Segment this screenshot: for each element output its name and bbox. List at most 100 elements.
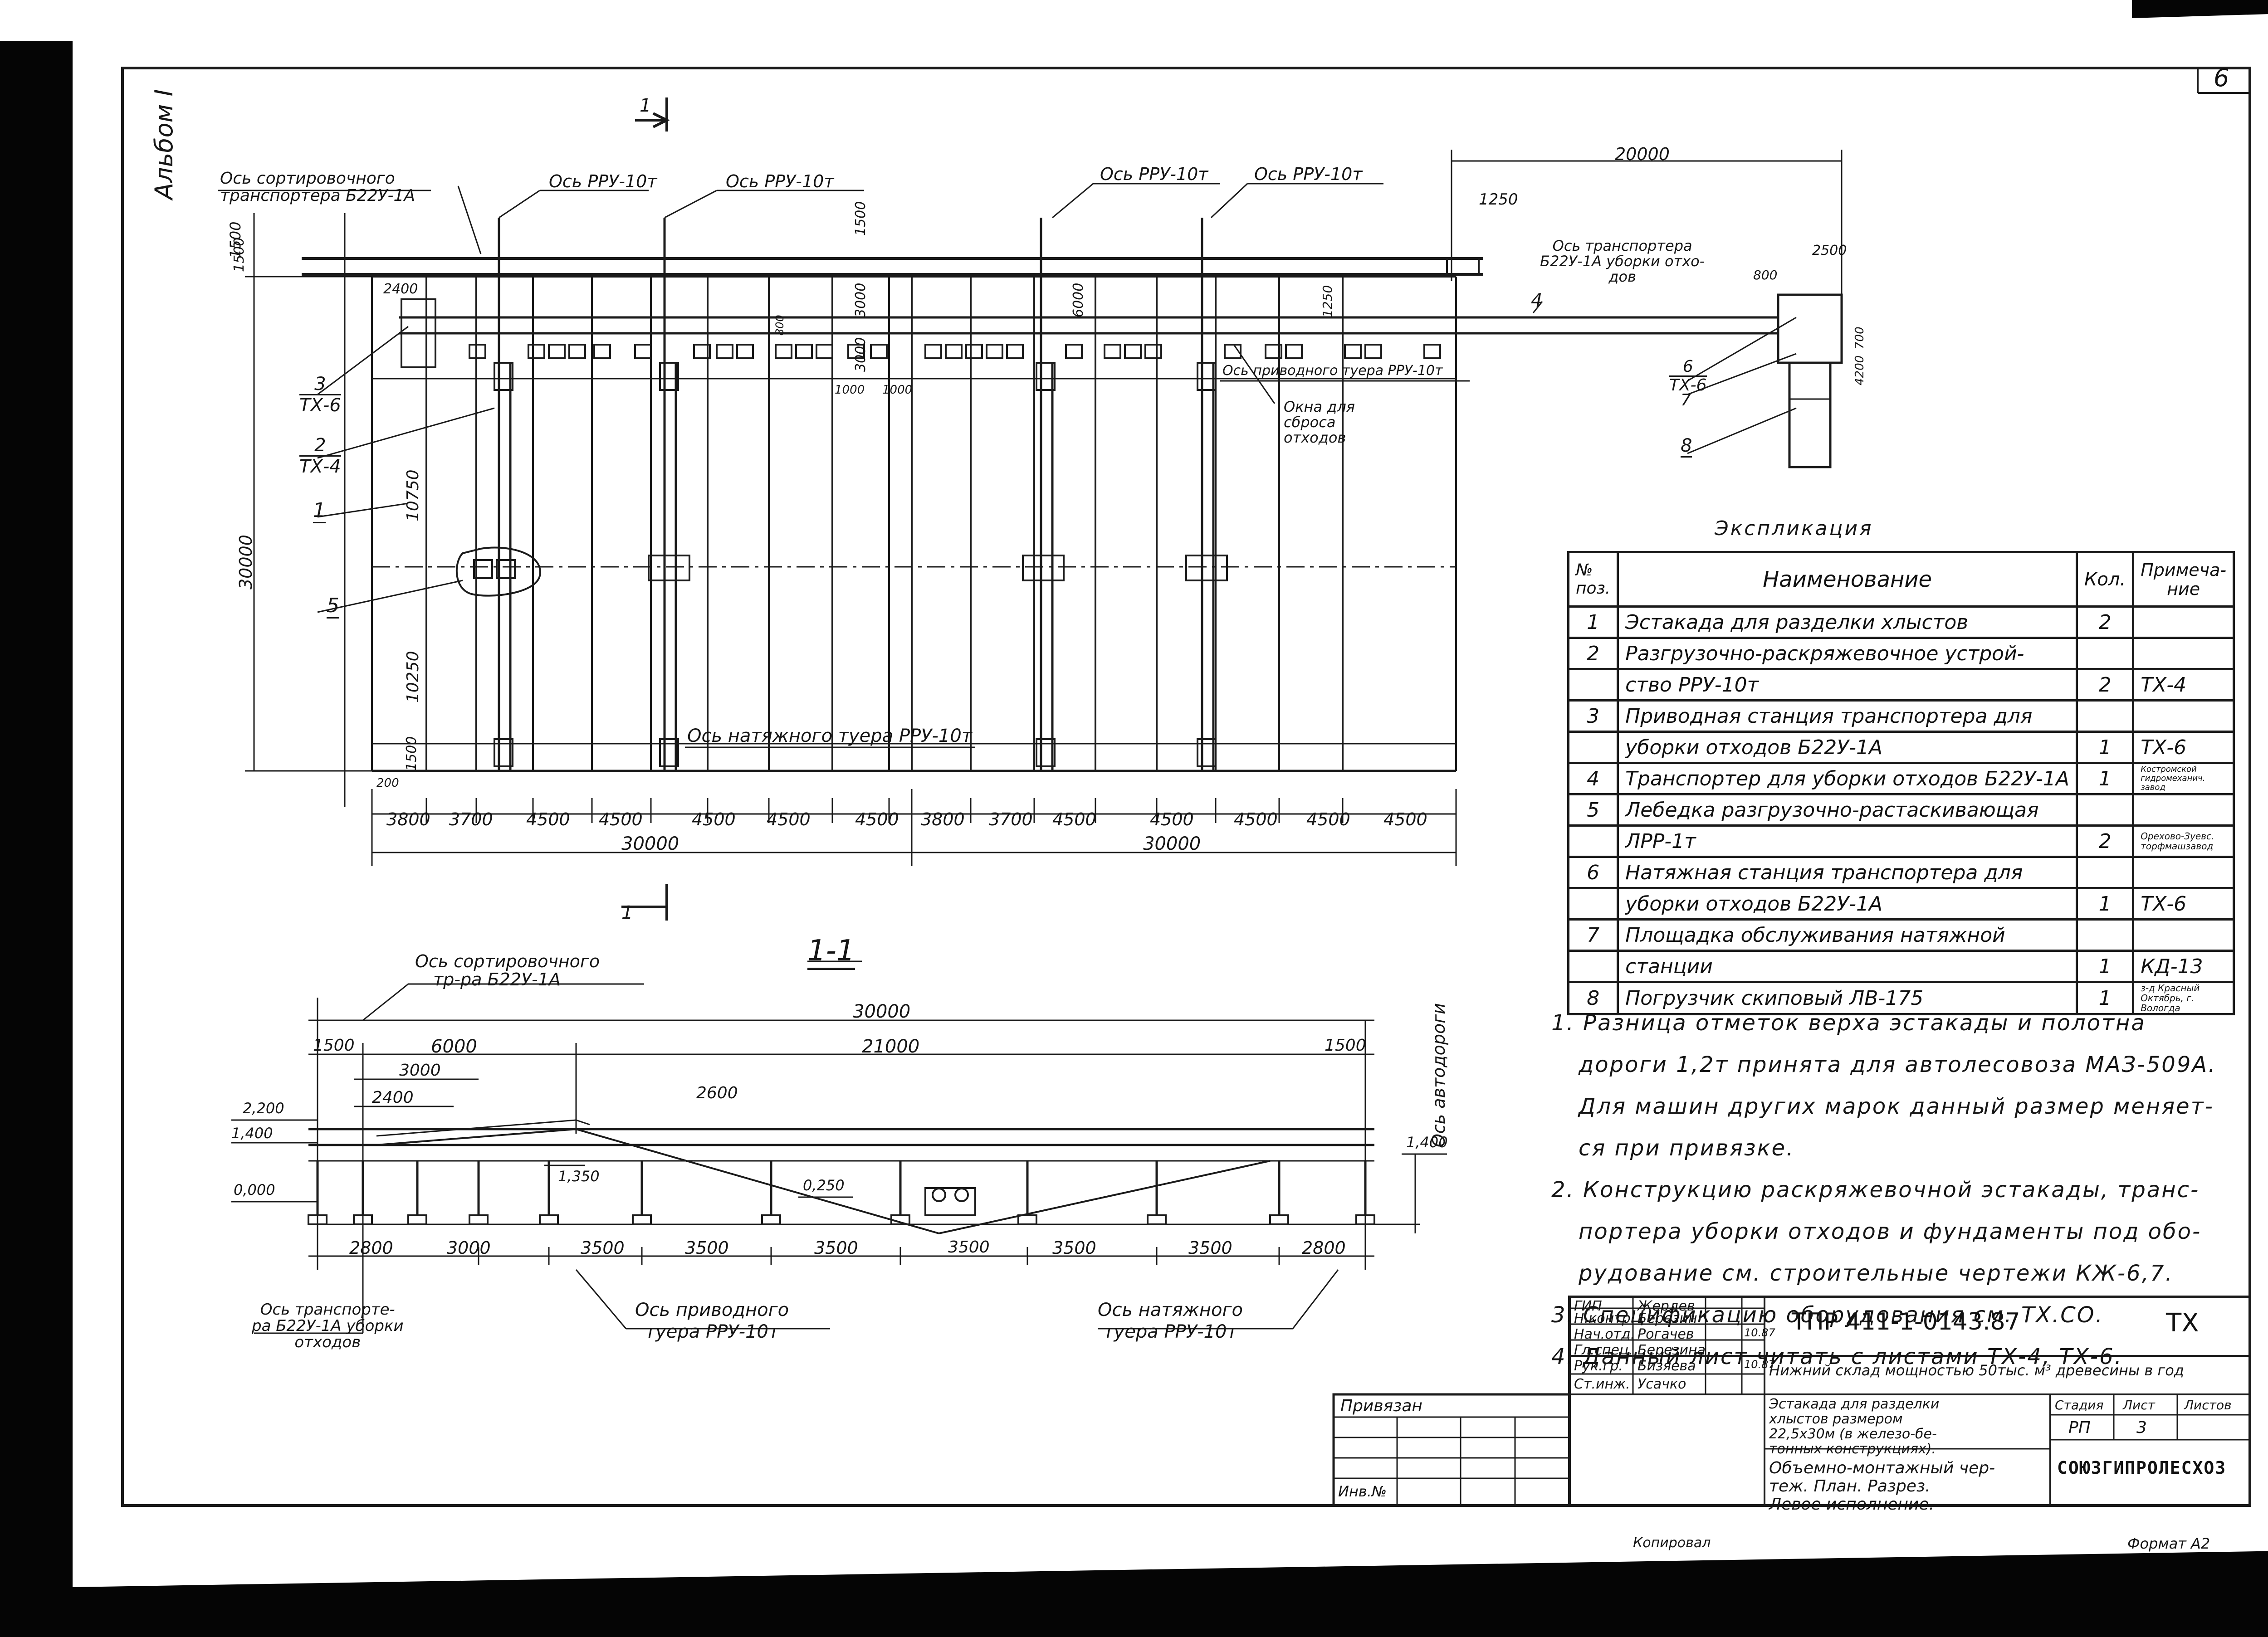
callout-2: 2 ТХ-4 xyxy=(299,435,341,477)
level-1400-right: 1,400 xyxy=(1406,1134,1448,1151)
stage-value: РП xyxy=(2068,1418,2091,1437)
section-dim-bottom-4: 3500 xyxy=(685,1238,729,1258)
dim-1250-b: 1250 xyxy=(1320,285,1335,317)
section-dim-2600: 2600 xyxy=(696,1084,738,1102)
row-name: уборки отходов Б22У-1А xyxy=(1617,731,2078,764)
section-axis-waste-label: Ось транспорте- ра Б22У-1А уборки отходо… xyxy=(252,1301,404,1350)
dim-total-right: 30000 xyxy=(1143,833,1201,854)
section-dim-total: 30000 xyxy=(853,1001,911,1022)
section-axis-tension-label: Ось натяжного туера РРУ-10т xyxy=(1098,1299,1243,1343)
level-0000: 0,000 xyxy=(234,1181,275,1199)
section-mark-bottom: 1 xyxy=(621,902,633,923)
section-dim-bottom-7: 3500 xyxy=(1052,1238,1096,1258)
header-num: № поз. xyxy=(1567,551,1619,608)
note-line: Для машин других марок данный размер мен… xyxy=(1579,1094,2214,1119)
section-axis-road-label: Ось автодороги xyxy=(1429,1003,1449,1147)
doc-mark: ТХ xyxy=(2166,1308,2199,1338)
axis-rru-label-4: Ось РРУ-10т xyxy=(1254,164,1363,184)
section-axis-waste-line-3: отходов xyxy=(294,1333,361,1351)
row-num xyxy=(1567,824,1619,858)
inv-label: Инв.№ xyxy=(1338,1483,1387,1500)
section-dim-bottom-1: 2800 xyxy=(349,1238,393,1258)
row-note: ТХ-6 xyxy=(2132,731,2235,764)
row-num xyxy=(1567,887,1619,921)
row-name: станции xyxy=(1617,950,2078,983)
general-notes: 1. Разница отметок верха эстакады и поло… xyxy=(1551,1002,2216,1378)
level-0250: 0,250 xyxy=(803,1177,845,1194)
table-header-row: № поз. Наименование Кол. Примеча- ние xyxy=(1567,551,2235,608)
dim-3000-b: 3000 xyxy=(853,337,869,372)
section-mark-top: 1 xyxy=(640,95,651,116)
sheet-title-line: тонных конструкциях). xyxy=(1769,1441,1936,1457)
row-num: 2 xyxy=(1567,637,1619,670)
section-dim-21000: 21000 xyxy=(862,1036,920,1057)
callout-6: 6 ТХ-6 xyxy=(1669,358,1707,394)
section-dim-bottom-9: 2800 xyxy=(1302,1238,1346,1258)
doc-code: ТПР 411-1-0143.87 xyxy=(1792,1308,2020,1335)
sheet-title: Эстакада для разделки хлыстов размером 2… xyxy=(1769,1397,1995,1514)
section-axis-waste-line-1: Ось транспорте- xyxy=(260,1301,395,1319)
waste-windows-label: Окна для сброса отходов xyxy=(1284,399,1355,445)
axis-sort-line-1: Ось сортировочного xyxy=(220,169,395,188)
section-dim-bottom-6: 3500 xyxy=(948,1238,990,1257)
callout-2-num: 2 xyxy=(299,435,341,457)
dim-bottom-6: 4500 xyxy=(767,809,811,829)
role-4: Рук.гр. xyxy=(1574,1358,1623,1374)
axis-sort-line-2: транспортера Б22У-1А xyxy=(220,186,415,205)
row-num: 4 xyxy=(1567,762,1619,795)
name-4: Бизяева xyxy=(1637,1358,1696,1374)
date-1: 10.87 xyxy=(1744,1326,1775,1339)
callout-3-num: 3 xyxy=(299,374,341,395)
dim-left-1500-top: 1500 xyxy=(231,237,247,272)
axis-drive-tuer-label: Ось приводного туера РРУ-10т xyxy=(1222,363,1443,379)
section-axis-drive-line-2: туера РРУ-10т xyxy=(645,1321,779,1342)
section-axis-sort-line-2: тр-ра Б22У-1А xyxy=(433,970,561,989)
section-axis-drive-label: Ось приводного туера РРУ-10т xyxy=(635,1299,789,1343)
section-dim-bottom-3: 3500 xyxy=(581,1238,625,1258)
row-num: 8 xyxy=(1567,981,1619,1015)
row-name: Погрузчик скиповый ЛВ-175 xyxy=(1617,981,2078,1015)
album-label: Альбом I xyxy=(150,89,178,200)
dim-6000: 6000 xyxy=(1070,283,1086,317)
dim-bottom-13: 4500 xyxy=(1306,809,1350,829)
dim-bottom-9: 3700 xyxy=(989,809,1033,829)
row-note: ТХ-4 xyxy=(2132,668,2235,702)
sheet-title-line: 22,5х30м (в железо-бе- xyxy=(1769,1426,1937,1442)
row-name: Натяжная станция транспортера для xyxy=(1617,856,2078,889)
note-line: ся при привязке. xyxy=(1579,1135,1795,1161)
callout-6-num: 6 xyxy=(1669,358,1707,377)
section-axis-tension-line-2: туера РРУ-10т xyxy=(1103,1321,1237,1342)
dim-bottom-8: 3800 xyxy=(921,809,965,829)
callout-7: 7 xyxy=(1681,391,1691,409)
row-note: Орехово-Зуевс. торфмашзавод xyxy=(2132,824,2235,858)
row-qty xyxy=(2076,699,2135,733)
note-line: дороги 1,2т принята для автолесовоза МАЗ… xyxy=(1579,1052,2217,1077)
sheet-label: Лист xyxy=(2123,1398,2155,1413)
dim-bottom-5: 4500 xyxy=(692,809,736,829)
row-note xyxy=(2132,605,2235,639)
waste-windows-line-2: сброса xyxy=(1284,414,1336,431)
dim-bottom-11: 4500 xyxy=(1150,809,1194,829)
dim-bottom-2: 3700 xyxy=(449,809,493,829)
axis-rru-label-2: Ось РРУ-10т xyxy=(726,171,834,191)
section-dim-3000: 3000 xyxy=(399,1061,441,1080)
dim-bottom-12: 4500 xyxy=(1234,809,1278,829)
callout-3: 3 ТХ-6 xyxy=(299,374,341,415)
note-line: 1. Разница отметок верха эстакады и поло… xyxy=(1551,1010,2146,1036)
axis-sort-transporter-label: Ось сортировочного транспортера Б22У-1А xyxy=(220,170,415,205)
section-dim-6000: 6000 xyxy=(431,1036,477,1057)
header-note: Примеча- ние xyxy=(2132,551,2235,608)
dim-left-1500-bottom: 1500 xyxy=(404,736,420,771)
dim-2500: 2500 xyxy=(1812,243,1847,258)
level-1350: 1,350 xyxy=(558,1168,600,1185)
dim-bottom-1: 3800 xyxy=(386,809,430,829)
waste-windows-line-3: отходов xyxy=(1284,429,1346,446)
row-num: 5 xyxy=(1567,793,1619,827)
